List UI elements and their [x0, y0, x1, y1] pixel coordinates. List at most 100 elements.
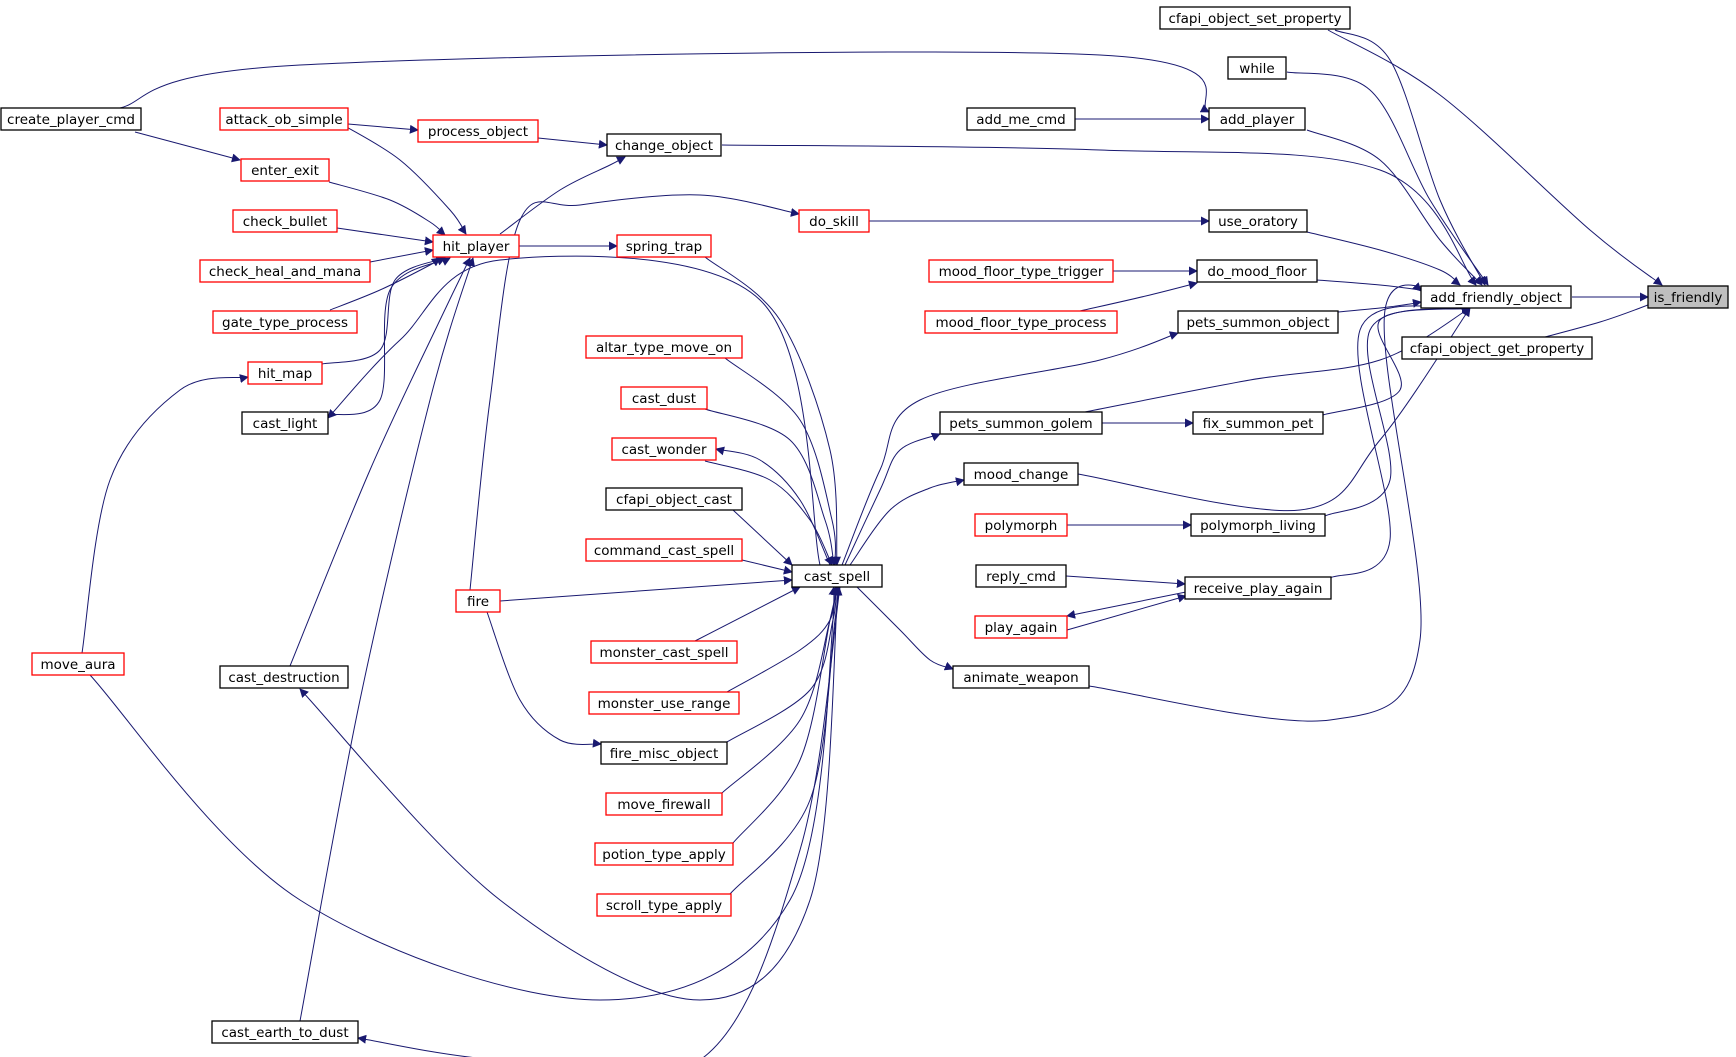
node-cfapi-object-get-property[interactable]: cfapi_object_get_property — [1401, 336, 1593, 360]
node-mood-floor-type-process[interactable]: mood_floor_type_process — [924, 310, 1118, 334]
node-label: command_cast_spell — [594, 543, 734, 559]
edge-mood-floor-type-process-to-do-mood-floor — [1079, 280, 1198, 312]
node-cfapi-object-cast[interactable]: cfapi_object_cast — [605, 487, 743, 511]
node-move-aura[interactable]: move_aura — [31, 652, 125, 676]
edge-fire-misc-object-to-cast-spell — [726, 586, 840, 743]
edge-monster-cast-spell-to-cast-spell — [694, 586, 801, 642]
edge-potion-type-apply-to-cast-spell — [732, 586, 841, 844]
node-box — [1401, 336, 1593, 360]
node-label: move_firewall — [617, 797, 710, 813]
node-cast-spell[interactable]: cast_spell — [791, 564, 883, 588]
node-box — [963, 462, 1079, 486]
edge-cfapi-object-cast-to-cast-spell — [732, 509, 793, 566]
node-box — [241, 411, 329, 435]
node-altar-type-move-on[interactable]: altar_type_move_on — [585, 335, 743, 359]
edge-cast-spell-to-cast-destruction — [299, 586, 839, 1001]
node-monster-use-range[interactable]: monster_use_range — [588, 691, 740, 715]
node-label: polymorph_living — [1200, 518, 1316, 534]
node-hit-player[interactable]: hit_player — [432, 234, 520, 258]
node-move-firewall[interactable]: move_firewall — [605, 792, 723, 816]
node-pets-summon-golem[interactable]: pets_summon_golem — [939, 411, 1103, 435]
node-change-object[interactable]: change_object — [606, 133, 722, 157]
node-box — [417, 119, 539, 143]
edge-spring-trap-to-cast-spell — [704, 256, 841, 566]
node-spring-trap[interactable]: spring_trap — [616, 234, 712, 258]
node-label: enter_exit — [251, 163, 319, 179]
node-cast-wonder[interactable]: cast_wonder — [611, 437, 717, 461]
node-gate-type-process[interactable]: gate_type_process — [212, 310, 358, 334]
node-pets-summon-object[interactable]: pets_summon_object — [1177, 310, 1339, 334]
node-fire-misc-object[interactable]: fire_misc_object — [600, 741, 728, 765]
node-box — [975, 564, 1067, 588]
node-label: hit_player — [443, 239, 510, 255]
edge-cast-destruction-to-hit-player — [289, 257, 471, 667]
node-box — [1196, 259, 1318, 283]
node-command-cast-spell[interactable]: command_cast_spell — [585, 538, 743, 562]
node-check-heal-and-mana[interactable]: check_heal_and_mana — [199, 259, 371, 283]
node-cast-light[interactable]: cast_light — [241, 411, 329, 435]
node-monster-cast-spell[interactable]: monster_cast_spell — [590, 640, 738, 664]
node-label: spring_trap — [626, 239, 702, 255]
node-box — [585, 538, 743, 562]
node-add-player[interactable]: add_player — [1208, 107, 1306, 131]
node-reply-cmd[interactable]: reply_cmd — [975, 564, 1067, 588]
node-box — [1184, 576, 1332, 600]
node-box — [31, 652, 125, 676]
node-check-bullet[interactable]: check_bullet — [232, 209, 338, 233]
node-animate-weapon[interactable]: animate_weapon — [952, 665, 1090, 689]
node-receive-play-again[interactable]: receive_play_again — [1184, 576, 1332, 600]
node-cast-destruction[interactable]: cast_destruction — [219, 665, 349, 689]
node-box — [588, 691, 740, 715]
node-hit-map[interactable]: hit_map — [247, 361, 323, 385]
edge-receive-play-again-to-play-again — [1066, 591, 1187, 619]
node-create-player-cmd[interactable]: create_player_cmd — [0, 107, 142, 131]
node-label: mood_floor_type_process — [935, 315, 1106, 331]
node-label: pets_summon_golem — [949, 416, 1092, 432]
node-play-again[interactable]: play_again — [974, 615, 1068, 639]
node-use-oratory[interactable]: use_oratory — [1208, 209, 1308, 233]
node-label: add_me_cmd — [976, 112, 1066, 128]
node-label: play_again — [985, 620, 1058, 636]
node-box — [1208, 107, 1306, 131]
node-polymorph-living[interactable]: polymorph_living — [1190, 513, 1326, 537]
node-box — [247, 361, 323, 385]
node-box — [199, 259, 371, 283]
edge-cast-spell-to-pets-summon-object — [841, 331, 1179, 566]
node-add-me-cmd[interactable]: add_me_cmd — [966, 107, 1076, 131]
node-enter-exit[interactable]: enter_exit — [240, 158, 330, 182]
node-do-skill[interactable]: do_skill — [798, 209, 870, 233]
node-cfapi-object-set-property[interactable]: cfapi_object_set_property — [1159, 6, 1351, 30]
node-box — [596, 893, 732, 917]
node-process-object[interactable]: process_object — [417, 119, 539, 143]
node-label: cast_dust — [632, 391, 696, 407]
node-fire[interactable]: fire — [455, 589, 501, 613]
node-box — [952, 665, 1090, 689]
edge-receive-play-again-to-add-friendly-object — [1329, 305, 1471, 579]
node-box — [1420, 285, 1572, 309]
node-do-mood-floor[interactable]: do_mood_floor — [1196, 259, 1318, 283]
node-box — [620, 386, 708, 410]
node-label: attack_ob_simple — [225, 112, 342, 128]
node-add-friendly-object[interactable]: add_friendly_object — [1420, 285, 1572, 309]
node-fix-summon-pet[interactable]: fix_summon_pet — [1192, 411, 1324, 435]
edge-cast-wonder-to-cast-spell — [704, 460, 833, 566]
edge-create-player-cmd-to-add-player — [119, 51, 1210, 113]
node-while[interactable]: while — [1227, 56, 1287, 80]
node-potion-type-apply[interactable]: potion_type_apply — [594, 842, 734, 866]
node-mood-floor-type-trigger[interactable]: mood_floor_type_trigger — [928, 259, 1114, 283]
node-label: cast_spell — [804, 569, 870, 585]
node-box — [974, 513, 1068, 537]
node-scroll-type-apply[interactable]: scroll_type_apply — [596, 893, 732, 917]
node-cast-dust[interactable]: cast_dust — [620, 386, 708, 410]
node-is-friendly[interactable]: is_friendly — [1647, 285, 1729, 309]
node-attack-ob-simple[interactable]: attack_ob_simple — [219, 107, 349, 131]
node-label: change_object — [615, 138, 713, 154]
node-box — [616, 234, 712, 258]
node-mood-change[interactable]: mood_change — [963, 462, 1079, 486]
edge-hit-map-to-hit-player — [321, 257, 446, 365]
edge-fire-to-cast-spell — [499, 576, 793, 602]
node-cast-earth-to-dust[interactable]: cast_earth_to_dust — [211, 1020, 359, 1044]
node-polymorph[interactable]: polymorph — [974, 513, 1068, 537]
node-label: cast_wonder — [621, 442, 707, 458]
